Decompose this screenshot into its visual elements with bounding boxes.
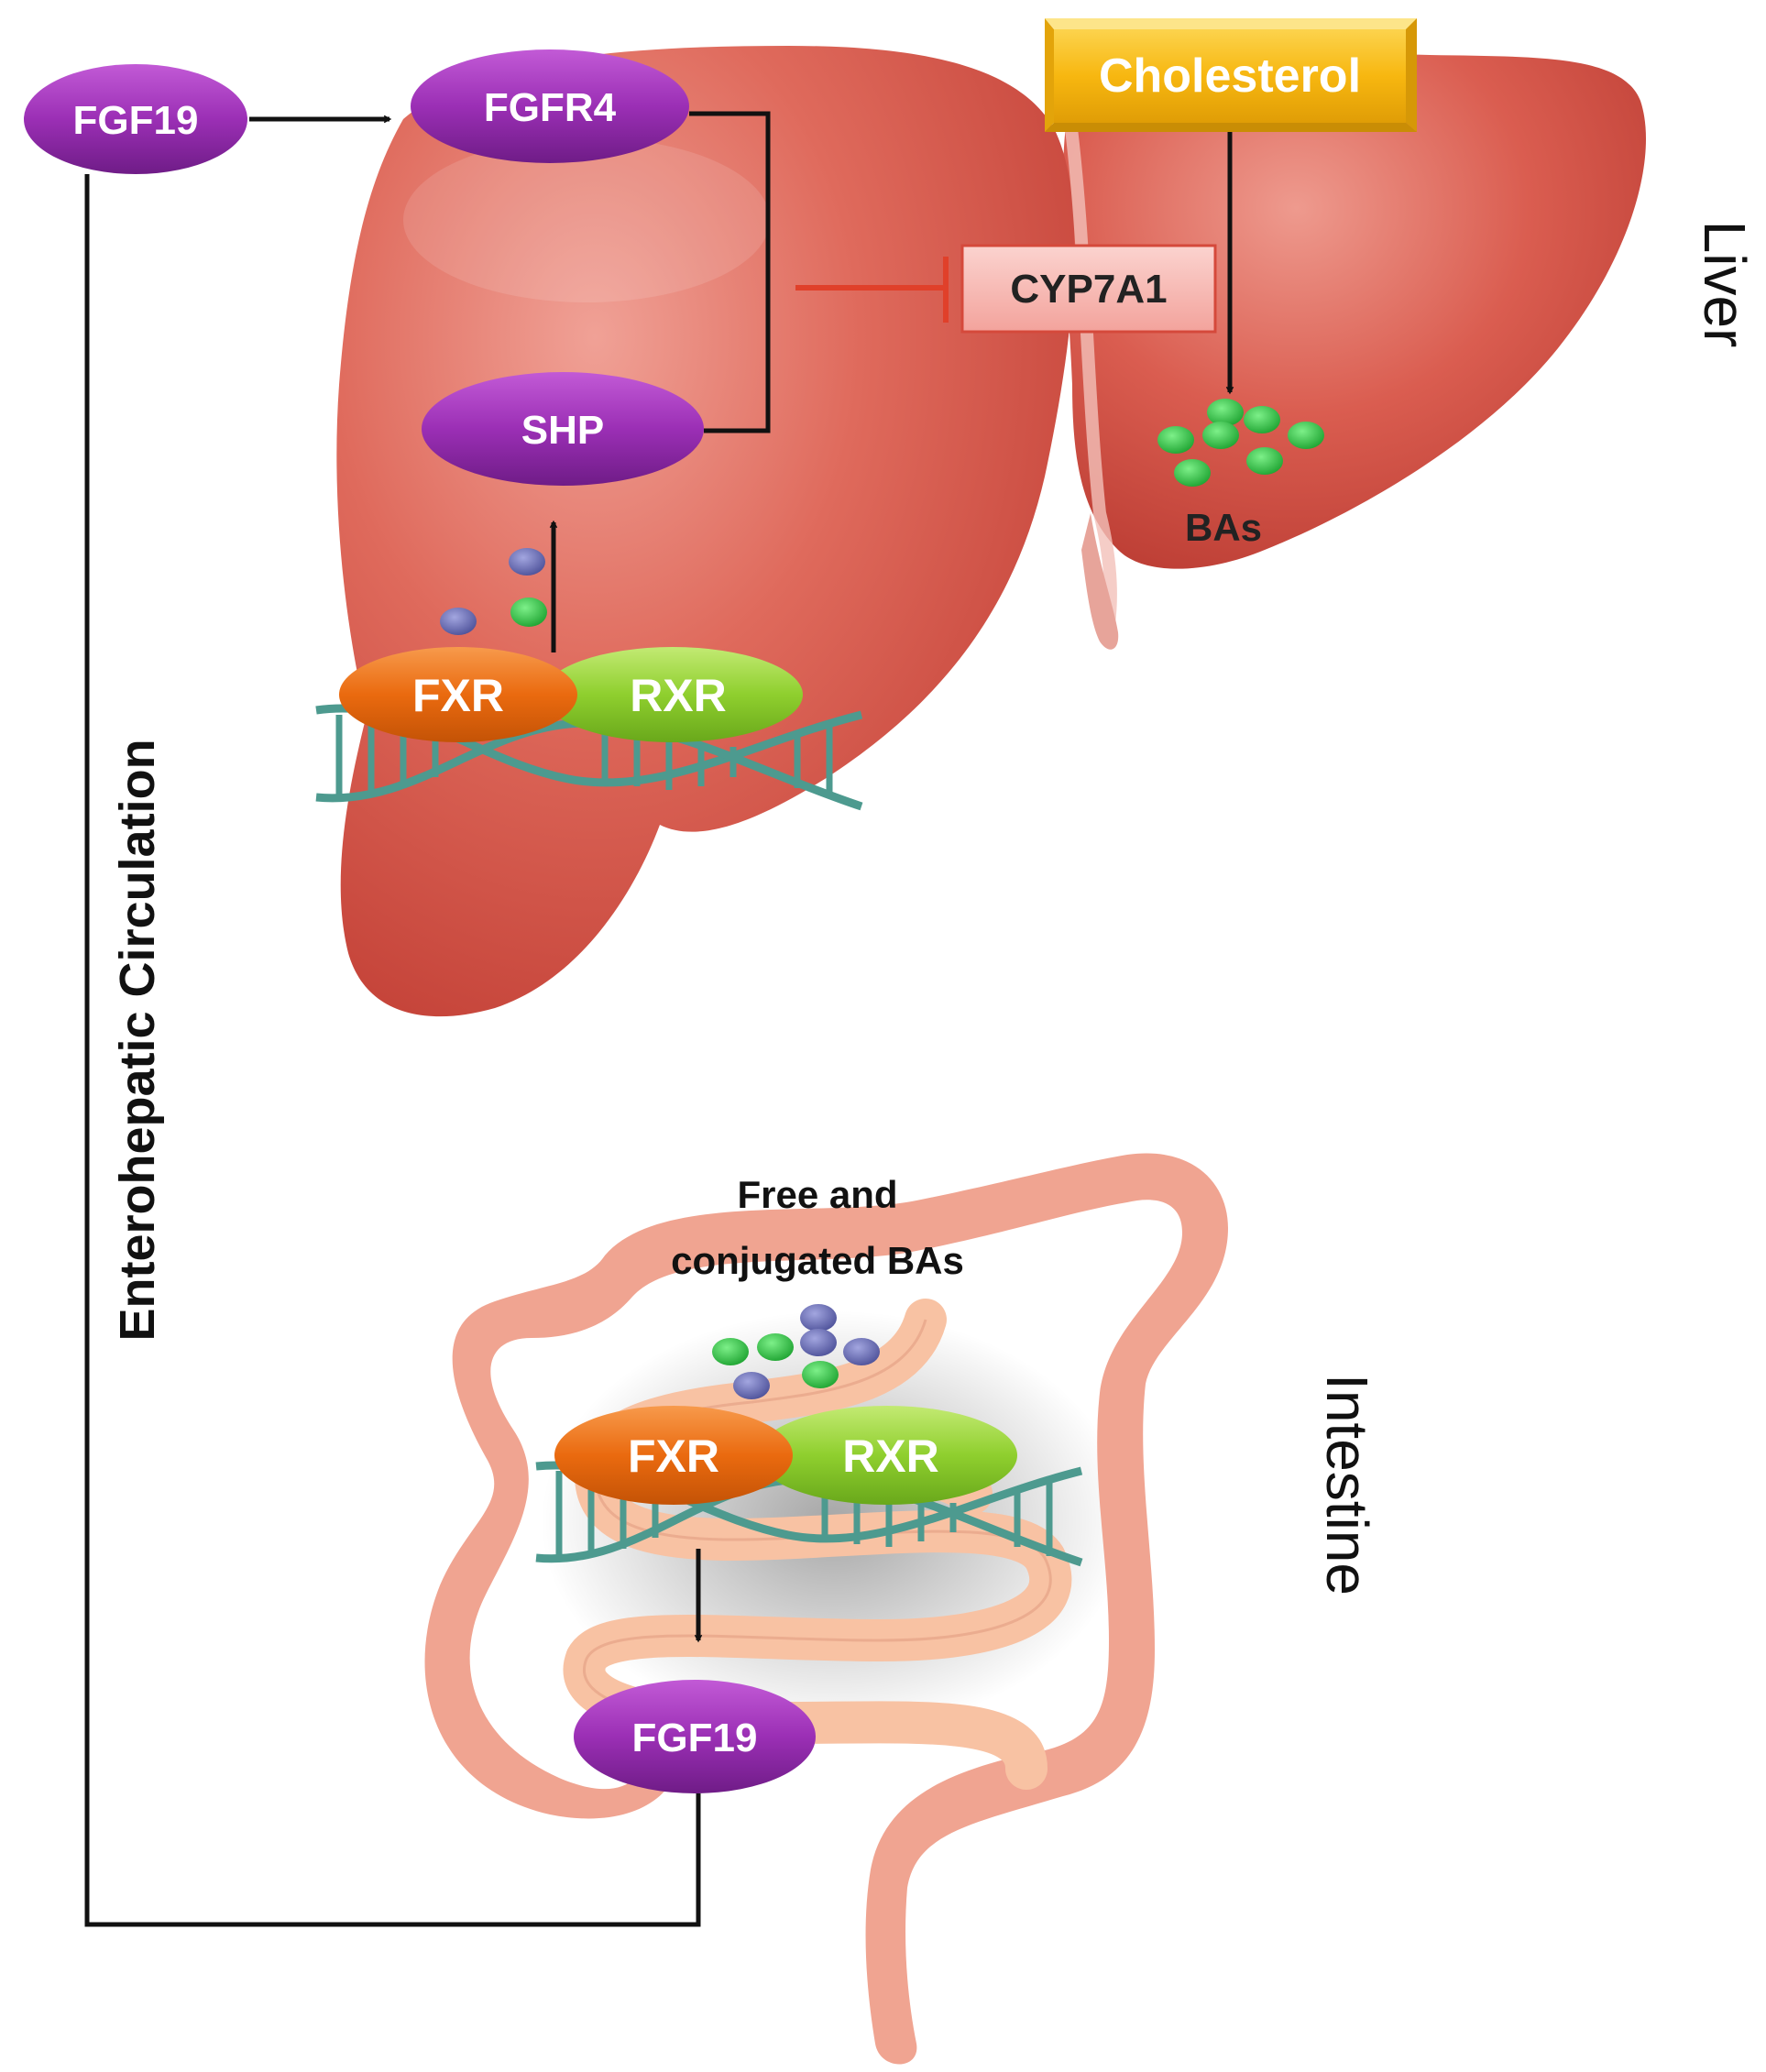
rxr-liver-node: [543, 647, 803, 742]
ligand-blue-dot: [843, 1338, 880, 1365]
ba-dot: [1244, 406, 1280, 433]
ligand-blue-dot: [733, 1372, 770, 1399]
ligand-green-dot: [712, 1338, 749, 1365]
fgfr4-label: FGFR4: [484, 85, 617, 130]
liver-highlight: [403, 137, 770, 302]
fxr-rxr-liver: FXR RXR: [339, 647, 803, 742]
fgf19-intestine-label: FGF19: [632, 1716, 758, 1760]
shp-label: SHP: [521, 408, 604, 453]
cholesterol-box: Cholesterol: [1045, 18, 1417, 132]
rxr-liver-label: RXR: [630, 670, 727, 721]
ba-dot: [1207, 399, 1244, 426]
fgf19-liver-node: FGF19: [24, 64, 247, 174]
fxr-liver-label: FXR: [412, 670, 504, 721]
fxr-intestine-node: [554, 1406, 793, 1505]
ligand-blue-dot: [509, 548, 545, 576]
ligand-blue-dot: [440, 608, 477, 635]
rxr-intestine-node: [757, 1406, 1017, 1505]
intestine-bas-label-line2: conjugated BAs: [671, 1239, 964, 1282]
ligand-liver-cluster: [440, 548, 547, 635]
fgfr4-node: FGFR4: [411, 49, 689, 163]
rxr-intestine-label: RXR: [842, 1431, 939, 1482]
ba-dot: [1157, 426, 1194, 454]
intestine-organ: [424, 1153, 1228, 2065]
fxr-rxr-intestine: FXR RXR: [554, 1406, 1017, 1505]
ba-dot: [1246, 447, 1283, 475]
ligand-blue-dot: [800, 1329, 837, 1356]
inhibition-to-cyp7a1: [795, 257, 949, 323]
ligand-green-dot: [757, 1333, 794, 1361]
ba-dot: [1202, 422, 1239, 449]
bas-liver-label: BAs: [1185, 506, 1262, 549]
fgf19-intestine-node: FGF19: [574, 1680, 816, 1793]
bas-liver-cluster: [1157, 399, 1324, 487]
cyp7a1-label: CYP7A1: [1010, 267, 1167, 312]
enterohepatic-circulation-label: Enterohepatic Circulation: [110, 739, 165, 1341]
cholesterol-label: Cholesterol: [1099, 49, 1361, 103]
liver-organ-label: Liver: [1692, 221, 1758, 348]
enterohepatic-circulation-path: [84, 174, 701, 1927]
fgf19-liver-label: FGF19: [73, 98, 199, 143]
ligand-green-dot: [802, 1361, 839, 1388]
ba-dot: [1288, 422, 1324, 449]
fxr-liver-node: [339, 647, 577, 742]
liver-ligament: [1081, 513, 1119, 650]
ligand-green-dot: [510, 597, 547, 627]
intestine-organ-label: Intestine: [1314, 1374, 1380, 1595]
liver-fissure: [1061, 100, 1117, 624]
liver-organ: [336, 46, 1646, 1017]
fgfr4-shp-bracket: [689, 111, 771, 433]
ligand-intestine-cluster: [712, 1304, 880, 1399]
shp-node: SHP: [422, 372, 704, 486]
intestine-bas-label-line1: Free and: [737, 1173, 897, 1216]
ba-dot: [1174, 459, 1211, 487]
cyp7a1-box: CYP7A1: [960, 244, 1217, 334]
ligand-blue-dot: [800, 1304, 837, 1332]
fxr-intestine-label: FXR: [628, 1431, 719, 1482]
